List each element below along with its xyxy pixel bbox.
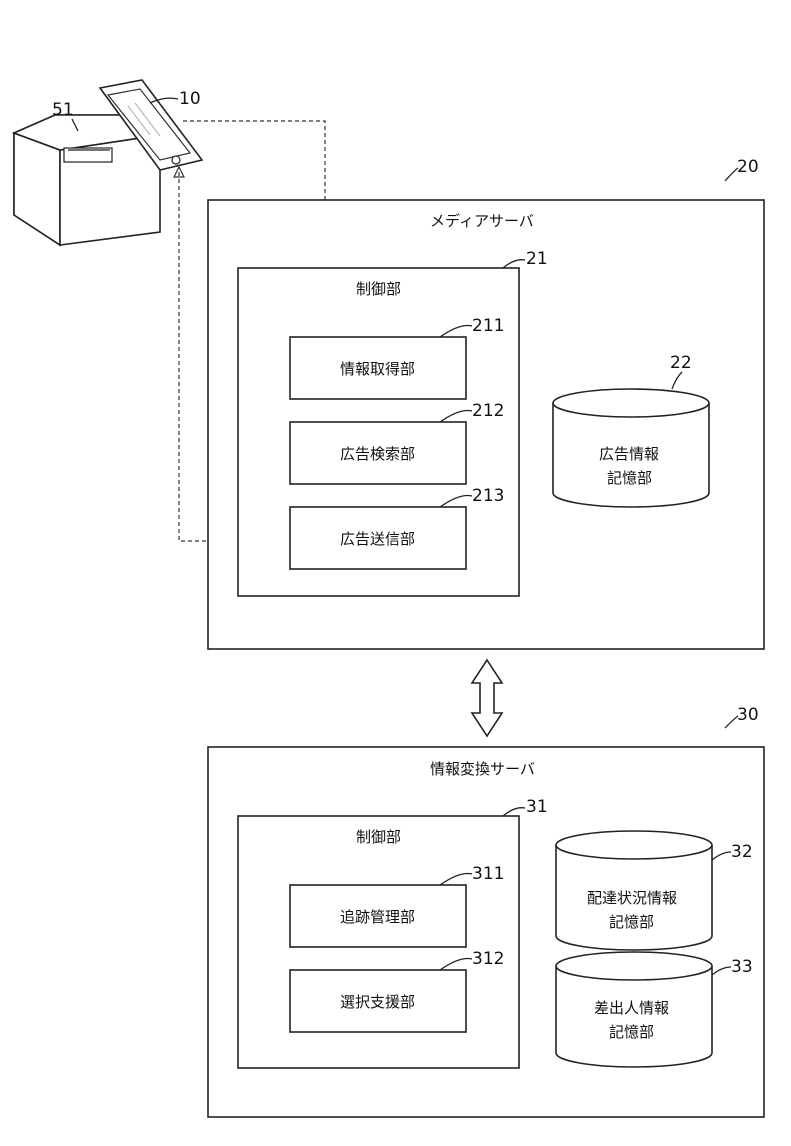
smartphone-device [98, 79, 204, 171]
selection-support-leader [439, 957, 473, 971]
sender-info-storage-leader [711, 966, 732, 976]
ad-info-storage-ref: 22 [670, 353, 692, 373]
ad-search-box [289, 421, 467, 485]
media-server-ref: 20 [737, 157, 759, 177]
ad-send-ref: 213 [472, 486, 504, 506]
printer-leader [71, 118, 79, 132]
selection-support-box [289, 969, 467, 1033]
bidirectional-arrow [470, 658, 504, 738]
ad-info-storage-leader [671, 371, 683, 390]
info-acquisition-label: 情報取得部 [340, 360, 415, 378]
media-control-title: 制御部 [356, 280, 401, 298]
sender-info-storage-label-1: 差出人情報 [594, 999, 669, 1017]
info-acquisition-box [289, 336, 467, 400]
sender-info-storage-label-2: 記憶部 [609, 1023, 654, 1041]
info-control-title: 制御部 [356, 828, 401, 846]
ad-search-ref: 212 [472, 401, 504, 421]
media-server-leader [724, 167, 739, 182]
info-control-ref: 31 [526, 797, 548, 817]
delivery-status-storage-label-1: 配達状況情報 [587, 889, 677, 907]
info-server-leader [724, 715, 739, 729]
media-control-ref: 21 [526, 249, 548, 269]
delivery-status-storage-label-2: 記憶部 [609, 913, 654, 931]
printer-ref: 51 [52, 100, 74, 120]
media-server-title: メディアサーバ [430, 212, 534, 230]
ad-info-storage-label-1: 広告情報 [599, 445, 659, 463]
ad-send-label: 広告送信部 [340, 530, 415, 548]
delivery-status-storage-ref: 32 [731, 842, 753, 862]
ad-info-storage-cylinder [552, 388, 710, 508]
ad-send-box [289, 506, 467, 570]
ad-search-label: 広告検索部 [340, 445, 415, 463]
sender-info-storage-cylinder [555, 951, 713, 1068]
delivery-status-storage-leader [711, 851, 732, 861]
tracking-management-label: 追跡管理部 [340, 908, 415, 926]
selection-support-label: 選択支援部 [340, 993, 415, 1011]
tracking-management-box [289, 884, 467, 948]
selection-support-ref: 312 [472, 949, 504, 969]
printer-device [11, 114, 161, 247]
info-server-title: 情報変換サーバ [430, 760, 535, 778]
ad-info-storage-label-2: 記憶部 [607, 469, 652, 487]
ad-send-leader [439, 494, 473, 508]
tracking-management-leader [439, 872, 473, 886]
info-acquisition-ref: 211 [472, 316, 504, 336]
phone-leader [149, 97, 179, 104]
tracking-management-ref: 311 [472, 864, 504, 884]
ad-search-leader [439, 409, 473, 423]
info-acquisition-leader [439, 324, 473, 338]
phone-ref: 10 [179, 89, 201, 109]
info-control-leader [502, 807, 526, 817]
info-server-ref: 30 [737, 705, 759, 725]
delivery-status-storage-cylinder [555, 830, 713, 951]
sender-info-storage-ref: 33 [731, 957, 753, 977]
media-control-leader [502, 259, 526, 269]
response-arrowhead [173, 165, 185, 178]
